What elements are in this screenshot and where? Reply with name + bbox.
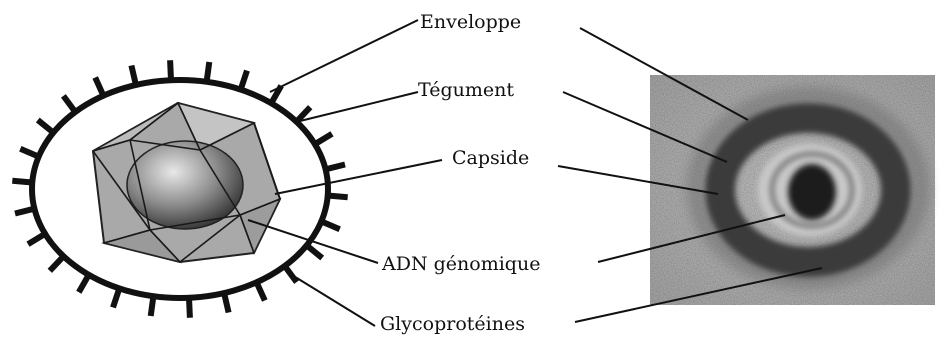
leader-tegument-left (300, 92, 418, 121)
label-enveloppe: Enveloppe (420, 11, 521, 33)
glycoprotein-spike (50, 256, 64, 271)
label-adn-genomique: ADN génomique (381, 253, 540, 275)
glycoprotein-spike (307, 245, 323, 258)
glycoprotein-spike (257, 282, 265, 300)
glycoprotein-spike (15, 209, 34, 214)
label-capside: Capside (452, 147, 529, 169)
glycoprotein-spike (224, 293, 229, 312)
label-tegument: Tégument (418, 79, 514, 101)
genomic-dna-core (127, 141, 243, 229)
glycoprotein-spike (326, 165, 345, 170)
labels: Enveloppe Tégument Capside ADN génomique… (380, 11, 540, 335)
leader-glycoproteines-left (292, 275, 375, 326)
glycoprotein-spike (95, 78, 103, 96)
leader-enveloppe-left (270, 20, 418, 92)
glycoprotein-spike (131, 66, 136, 85)
label-glycoproteines: Glycoprotéines (380, 313, 525, 335)
micrograph-dna-core (788, 164, 836, 220)
glycoprotein-spike (38, 120, 54, 133)
